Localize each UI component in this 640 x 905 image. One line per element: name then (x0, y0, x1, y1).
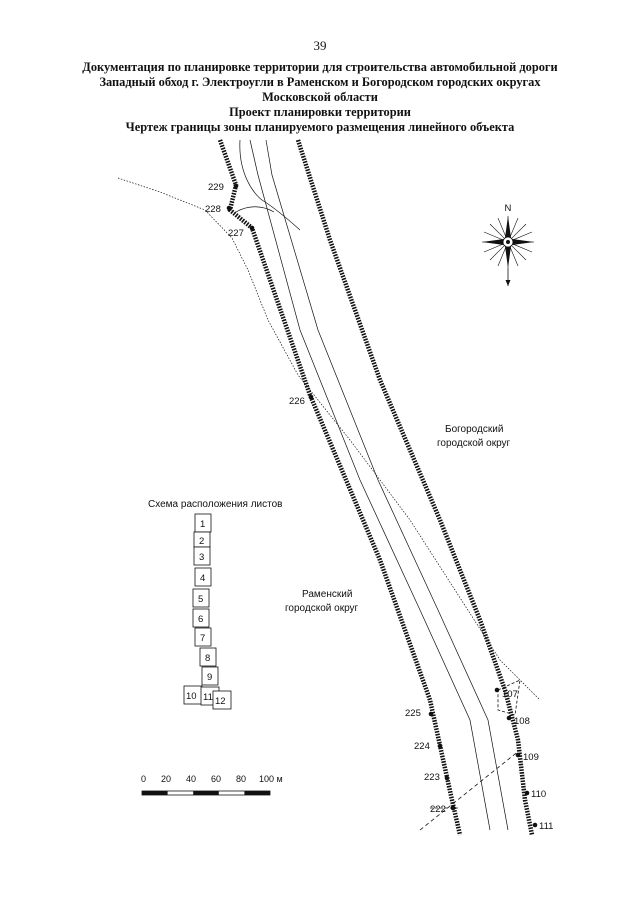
sheet-1: 1 (194, 513, 212, 533)
scale-tick-60: 60 (211, 774, 221, 784)
dashed-line-bottom-1 (419, 749, 521, 831)
point-111: 111 (532, 821, 553, 832)
sheet-5: 5 (192, 588, 210, 608)
scale-tick-40: 40 (186, 774, 196, 784)
point-label-226: 226 (289, 396, 305, 407)
title-line-3: Московской области (262, 90, 378, 104)
title-line-4: Проект планировки территории (229, 105, 411, 119)
point-227: 227 (228, 225, 255, 239)
point-label-107: 107 (502, 689, 518, 700)
point-label-225: 225 (405, 708, 421, 719)
point-label-223: 223 (424, 772, 440, 783)
point-110: 110 (524, 789, 546, 800)
svg-text:10: 10 (186, 691, 197, 702)
svg-text:3: 3 (199, 552, 204, 563)
point-228: 228 (205, 204, 232, 215)
road-junction (239, 139, 301, 231)
point-label-224: 224 (414, 741, 430, 752)
svg-text:12: 12 (215, 696, 226, 707)
sheet-6: 6 (192, 608, 210, 628)
sheet-2: 2 (193, 531, 211, 548)
svg-text:11: 11 (203, 692, 213, 703)
point-229: 229 (208, 182, 239, 193)
scale-tick-0: 0 (141, 774, 146, 784)
scale-tick-80: 80 (236, 774, 246, 784)
page-number: 39 (313, 38, 327, 53)
sheet-12: 12 (212, 690, 232, 710)
point-108: 108 (506, 715, 530, 727)
point-label-228: 228 (205, 204, 221, 215)
dashed-line-bottom-2 (497, 679, 521, 716)
point-label-227: 227 (228, 228, 244, 239)
district-label-bogorodsky-1: Богородский (445, 424, 503, 435)
title-line-1: Документация по планировке территории дл… (82, 60, 558, 74)
sheet-3: 3 (193, 546, 211, 566)
point-222: 222 (430, 804, 456, 815)
svg-text:6: 6 (198, 614, 203, 625)
district-label-ramensky-1: Раменский (302, 589, 352, 600)
svg-text:5: 5 (198, 594, 203, 605)
compass-rose-icon: N (482, 203, 534, 286)
title-block: Документация по планировке территории дл… (30, 60, 610, 135)
svg-text:8: 8 (205, 653, 210, 664)
point-109: 109 (515, 752, 539, 763)
point-label-229: 229 (208, 182, 224, 193)
point-224: 224 (414, 741, 443, 752)
road-line-1 (249, 139, 491, 831)
svg-text:4: 4 (200, 573, 205, 584)
svg-text:9: 9 (207, 672, 212, 683)
sheet-9: 9 (201, 666, 219, 686)
point-107: 107 (494, 687, 518, 700)
boundary-right-hatched (295, 139, 535, 836)
svg-text:2: 2 (199, 536, 204, 547)
scale-bar: 0 20 40 60 80 100 м (141, 774, 283, 796)
sheet-8: 8 (199, 647, 217, 667)
svg-text:7: 7 (200, 633, 205, 644)
point-label-222: 222 (430, 804, 446, 815)
title-line-2: Западный обход г. Электроугли в Раменско… (99, 75, 541, 89)
point-label-109: 109 (523, 752, 539, 763)
point-223: 223 (424, 772, 450, 783)
road-junction-2 (235, 206, 275, 213)
scale-tick-20: 20 (161, 774, 171, 784)
sheet-scheme: Схема расположения листов 1 2 3 4 5 6 7 … (148, 499, 282, 710)
road-line-2 (265, 139, 509, 831)
title-line-5: Чертеж границы зоны планируемого размеще… (125, 120, 515, 134)
point-label-110: 110 (531, 789, 546, 800)
district-label-bogorodsky-2: городской округ (437, 438, 511, 449)
point-label-111: 111 (539, 821, 553, 832)
sheet-scheme-title: Схема расположения листов (148, 499, 282, 510)
point-225: 225 (405, 708, 434, 719)
point-226: 226 (289, 394, 314, 407)
point-label-108: 108 (514, 716, 530, 727)
district-boundary (117, 177, 541, 701)
scale-tick-100: 100 м (259, 774, 283, 784)
sheet-4: 4 (194, 567, 212, 587)
compass-north-label: N (505, 203, 512, 214)
sheet-7: 7 (194, 627, 212, 647)
sheet-10: 10 (183, 685, 203, 705)
svg-text:1: 1 (200, 519, 205, 530)
district-label-ramensky-2: городской округ (285, 603, 359, 614)
